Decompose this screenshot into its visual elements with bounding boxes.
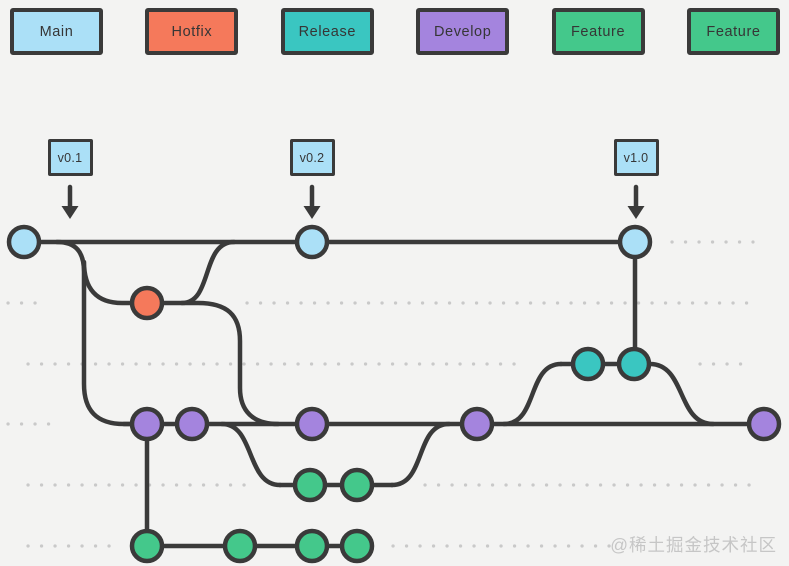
commit-feature-2-3 [339, 528, 375, 564]
commit-develop-3 [459, 406, 495, 442]
commit-feature-2-1 [222, 528, 258, 564]
commit-main-1 [294, 224, 330, 260]
commit-feature-2-2 [294, 528, 330, 564]
commit-feature-2-0 [129, 528, 165, 564]
version-tag-v0.1: v0.1 [47, 139, 93, 176]
legend-row: Main Hotfix Release Develop Feature Feat… [0, 8, 789, 55]
legend-box-feature-4: Feature [551, 8, 645, 55]
legend-box-release-2: Release [280, 8, 374, 55]
commit-release-1 [616, 346, 652, 382]
edge-branch-split-to-hotfix [81, 259, 153, 306]
commit-main-2 [617, 224, 653, 260]
arrow-head [627, 206, 645, 219]
legend-label: Main [39, 23, 74, 40]
commit-feature-1-1 [339, 467, 375, 503]
commit-hotfix-0 [129, 285, 165, 321]
legend-label: Feature [706, 23, 761, 40]
commit-develop-1 [174, 406, 210, 442]
legend-label: Release [298, 23, 356, 40]
tag-arrow-v1.0 [627, 184, 645, 219]
version-tag-v1.0: v1.0 [613, 139, 659, 176]
legend-box-feature-5: Feature [686, 8, 780, 55]
edge-main-branch-down [54, 239, 153, 427]
commit-develop-0 [129, 406, 165, 442]
edge-release-merge-to-develop [647, 361, 716, 427]
commit-develop-4 [746, 406, 782, 442]
version-tag-label: v0.2 [299, 150, 325, 165]
legend-box-main-0: Main [10, 8, 103, 55]
edge-develop-branch-to-feature1 [219, 421, 283, 488]
arrow-head [61, 206, 79, 219]
edge-feature1-merge-to-develop [389, 421, 452, 488]
edge-hotfix-merge-to-develop [179, 300, 281, 427]
arrow-head [303, 206, 321, 219]
tag-arrow-v0.1 [61, 184, 79, 219]
legend-label: Feature [570, 23, 626, 40]
edge-develop-branch-to-release [501, 361, 564, 427]
tag-arrow-v0.2 [303, 184, 321, 219]
commit-release-0 [570, 346, 606, 382]
commit-main-0 [6, 224, 42, 260]
commit-develop-2 [294, 406, 330, 442]
watermark: @稀土掘金技术社区 [610, 535, 777, 555]
legend-label: Hotfix [171, 23, 213, 40]
legend-box-hotfix-1: Hotfix [145, 8, 239, 55]
legend-label: Develop [433, 23, 492, 40]
version-tag-v0.2: v0.2 [289, 139, 335, 176]
commit-feature-1-0 [292, 467, 328, 503]
version-tag-label: v0.1 [57, 150, 83, 165]
legend-box-develop-3: Develop [416, 8, 510, 55]
version-tag-label: v1.0 [623, 150, 649, 165]
